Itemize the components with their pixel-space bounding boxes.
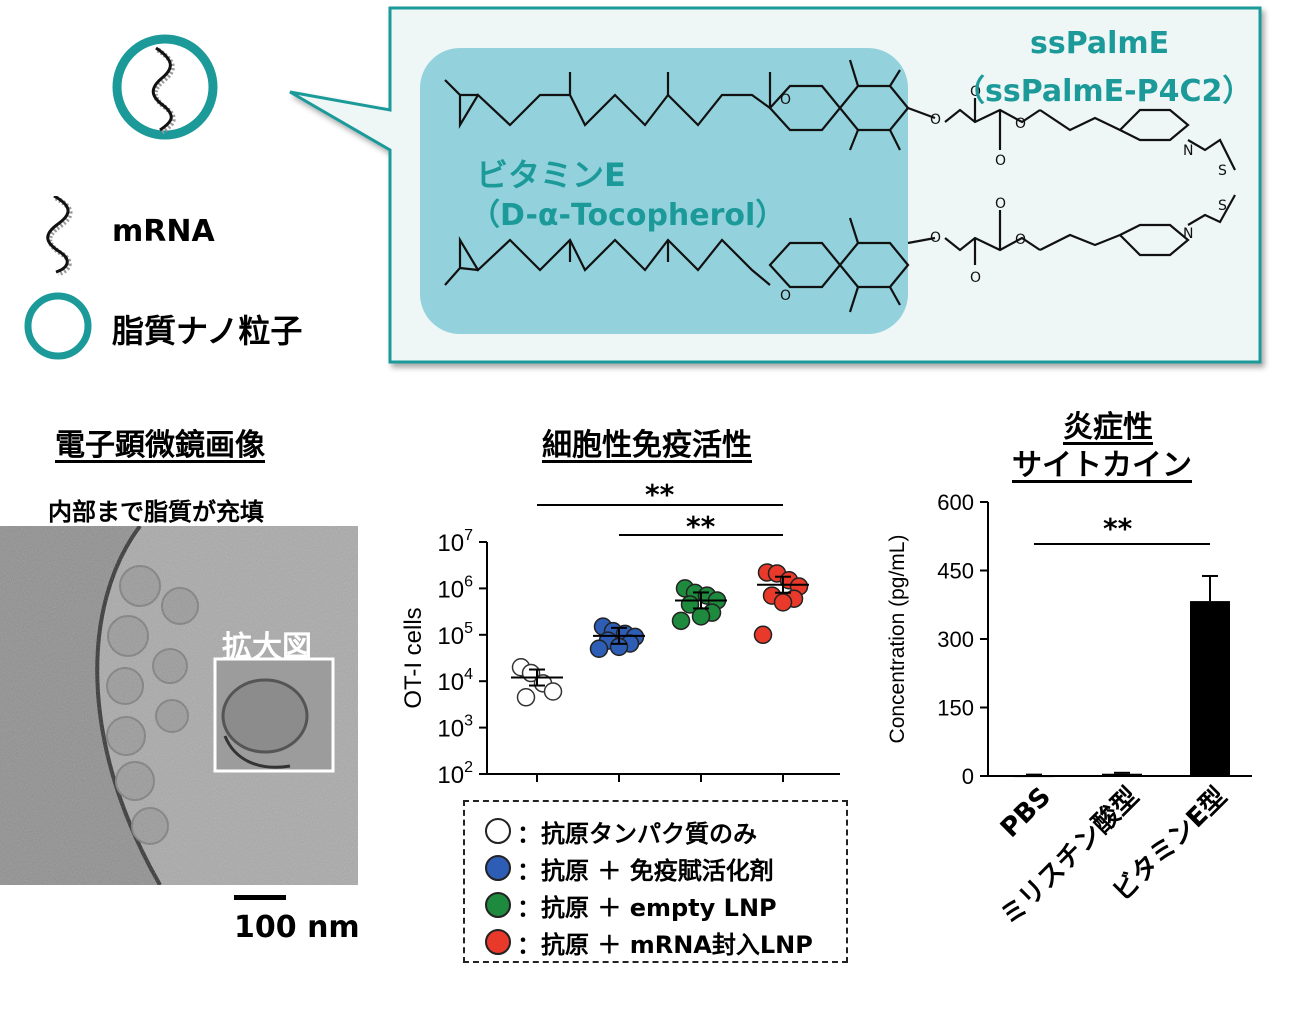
bar-y-tick-label: 0 [962, 764, 974, 789]
atom-label: O [930, 230, 941, 246]
legend-item-adjuvant: ：抗原 ＋ 免疫賦活化剤 [485, 853, 774, 885]
legend-dot [485, 892, 511, 918]
bar-y-tick-label: 150 [937, 696, 974, 721]
em-micrograph [0, 526, 358, 885]
scatter-point [589, 639, 609, 659]
atom-label: O [1015, 232, 1026, 248]
molecule-structure [444, 59, 1236, 313]
scatter-y-tick-label: 104 [437, 666, 473, 696]
legend-item-mrna-lnp: ：抗原 ＋ mRNA封入LNP [485, 927, 813, 959]
bar-category-label: PBS [995, 782, 1057, 844]
em-scale-bar-label: 100 nm [234, 910, 360, 945]
vitamin-formula: （D-α-Tocopherol） [470, 198, 786, 233]
scatter-y-tick-label: 106 [437, 573, 473, 603]
compound-name: ssPalmE [1030, 26, 1170, 61]
legend-item-antigen-only: ：抗原タンパク質のみ [485, 816, 757, 848]
scatter-y-axis-label: OT-I cells [400, 607, 427, 708]
em-scale-bar [234, 895, 286, 900]
legend-label: ：抗原タンパク質のみ [517, 819, 757, 848]
atom-label: O [780, 288, 791, 304]
scatter-point [516, 688, 536, 707]
bar-y-tick-label: 450 [937, 559, 974, 584]
cytokine-title-line2: サイトカイン [1012, 448, 1192, 483]
atom-label: O [995, 153, 1006, 169]
legend-dot [485, 855, 511, 881]
legend-dot [485, 818, 511, 844]
bar-y-axis-label: Concentration (pg/mL) [886, 535, 909, 744]
atom-label: O [930, 112, 941, 128]
bar-y-tick-label: 600 [937, 490, 974, 515]
cytokine-significance: ** [1103, 512, 1133, 545]
bar [1014, 775, 1054, 778]
bar [1190, 601, 1230, 776]
ssPalmE-callout: O O O O O O O O O O N N S S [289, 6, 1262, 364]
cytokine-title-line1: 炎症性 [1063, 410, 1153, 445]
atom-label: O [970, 270, 981, 286]
scatter-point [543, 682, 563, 701]
lnp-circle-icon [24, 292, 92, 360]
scatter-point [753, 625, 773, 645]
lnp-legend-label: 脂質ナノ粒子 [112, 312, 303, 350]
legend-item-empty-lnp: ：抗原 ＋ empty LNP [485, 890, 777, 922]
scatter-point [671, 611, 691, 631]
atom-label: O [970, 84, 981, 100]
legend-label: ：抗原 ＋ mRNA封入LNP [517, 930, 813, 959]
compound-code: （ssPalmE-P4C2） [955, 74, 1253, 109]
atom-label: O [995, 196, 1006, 212]
mrna-icon [46, 196, 73, 276]
atom-label: N [1183, 143, 1193, 159]
em-subtitle: 内部まで脂質が充填 [48, 498, 264, 526]
mrna-legend-label: mRNA [112, 214, 215, 249]
atom-label: O [780, 92, 791, 108]
molecule-atom-labels: O O O O O O O O O O N N S S [780, 84, 1227, 304]
vitamin-name: ビタミンE [476, 156, 626, 194]
scatter-y-tick-label: 102 [437, 759, 473, 789]
atom-label: S [1218, 163, 1227, 179]
scatter-y-tick-label: 107 [437, 527, 473, 557]
atom-label: S [1218, 198, 1227, 214]
scatter-y-tick-label: 105 [437, 620, 473, 650]
immunity-significance-2: ** [686, 510, 716, 543]
immunity-title: 細胞性免疫活性 [542, 428, 752, 463]
scatter-y-tick-label: 103 [437, 713, 473, 743]
legend-label: ：抗原 ＋ 免疫賦活化剤 [517, 856, 774, 885]
bar [1102, 773, 1142, 776]
bar-y-tick-label: 300 [937, 627, 974, 652]
em-title: 電子顕微鏡画像 [55, 428, 265, 463]
scatter-point [773, 593, 793, 612]
treatment-legend: ：抗原タンパク質のみ ：抗原 ＋ 免疫賦活化剤 ：抗原 ＋ empty LNP … [463, 800, 848, 963]
legend-label: ：抗原 ＋ empty LNP [517, 893, 777, 922]
scatter-point [691, 607, 711, 626]
atom-label: O [1015, 116, 1026, 132]
em-inset-label: 拡大図 [222, 630, 312, 665]
vitamin-e-highlight [420, 48, 908, 334]
lnp-mrna-icon [112, 34, 218, 140]
atom-label: N [1183, 226, 1193, 242]
legend-dot [485, 929, 511, 955]
